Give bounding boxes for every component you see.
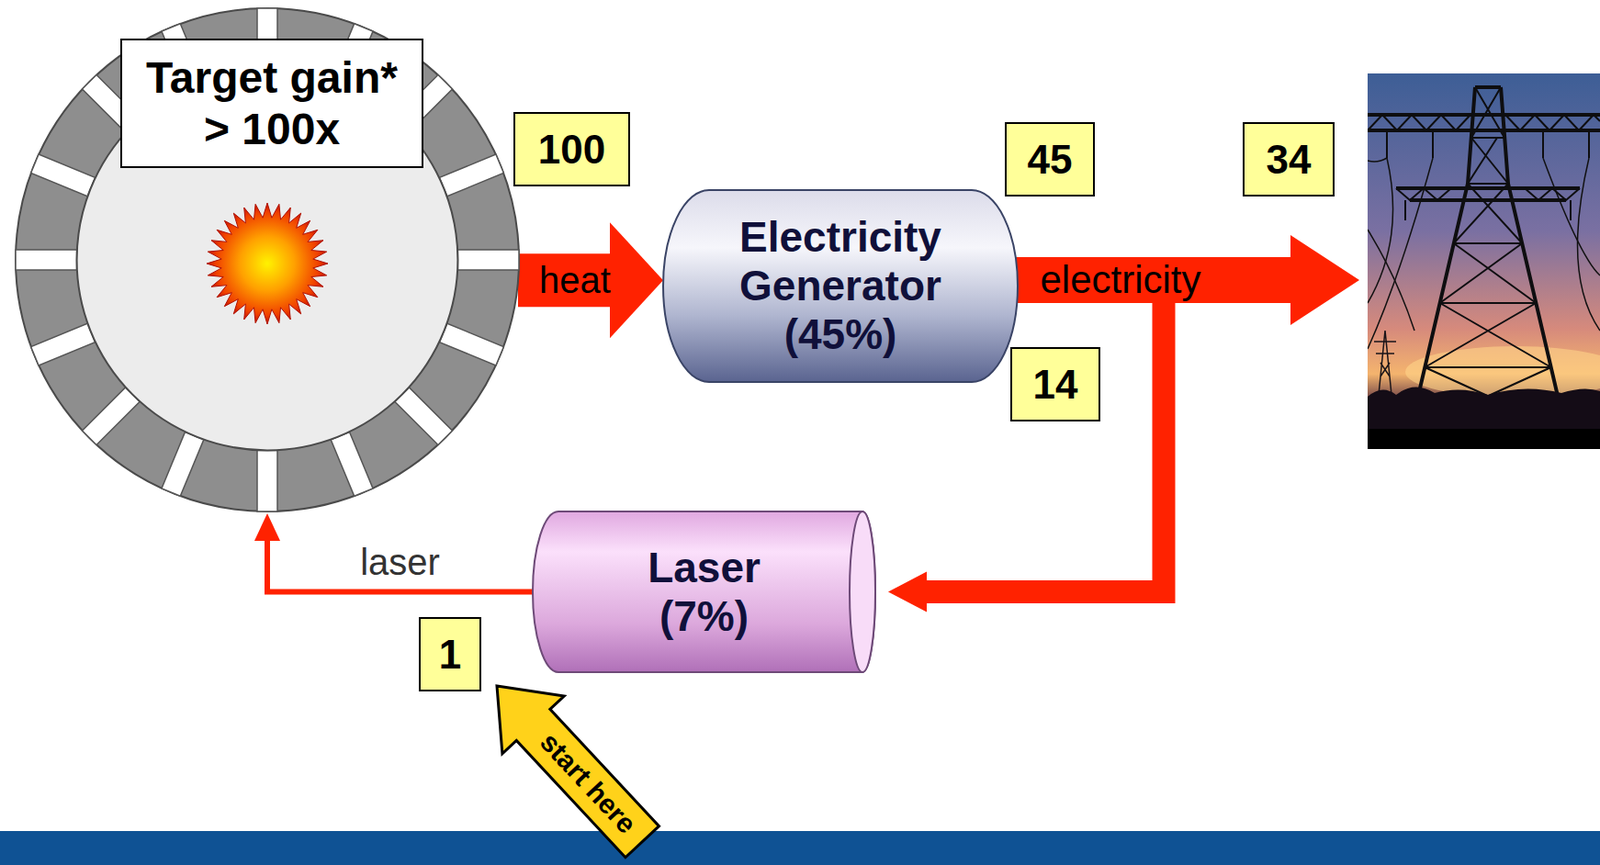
generator-capsule: Electricity Generator (45%) [663, 189, 1018, 384]
start-label: start here [534, 728, 641, 839]
cylinder-body [532, 511, 876, 673]
port-slot [330, 431, 373, 496]
fusion-burst [206, 202, 328, 325]
port-slot [15, 249, 78, 271]
laser-cylinder: Laser (7%) [532, 510, 876, 674]
connector-line [518, 253, 611, 307]
port-slot [439, 154, 504, 197]
target-box: Target gain* > 100x [120, 38, 424, 169]
callout-number: 1 [418, 617, 482, 692]
arrow-head [254, 513, 281, 541]
node-label: Electricity Generator (45%) [721, 213, 960, 360]
callout-number: 14 [1010, 347, 1101, 422]
node-label: Laser (7%) [630, 543, 778, 642]
node-label: Target gain* > 100x [133, 52, 411, 154]
start-here-arrow [465, 657, 674, 865]
callout-number: 34 [1242, 122, 1335, 197]
pylon-photo [1367, 73, 1600, 450]
port-slot [439, 323, 504, 366]
port-slot [31, 154, 96, 197]
port-slot [457, 249, 519, 271]
pylon-tower [1367, 87, 1600, 432]
credit-strip [1367, 428, 1600, 450]
port-slot [257, 450, 278, 512]
cylinder-end [849, 511, 876, 673]
capsule-outline [663, 190, 1018, 383]
chamber-wall [15, 8, 519, 512]
connector-arrow [254, 513, 533, 593]
arrow-head [888, 572, 927, 613]
connector-arrow [518, 222, 664, 339]
electricity-trunk-arrow [1010, 235, 1360, 326]
edge-label: laser [356, 541, 444, 583]
edge-label: heat [539, 259, 611, 301]
arrow-head [1290, 235, 1360, 326]
callout-number: 100 [513, 112, 631, 187]
port-slot [394, 387, 453, 446]
flow-label: electricity [1039, 260, 1201, 300]
port-slot [161, 431, 204, 496]
pylon-lattice [1367, 87, 1600, 432]
arrow-band [1010, 257, 1292, 304]
footer-band [0, 831, 1600, 865]
target-chamber: Target gain* > 100x [13, 6, 521, 514]
ground-silhouette [1367, 386, 1600, 450]
connector-line [267, 540, 533, 593]
port-slot [31, 323, 96, 366]
power-wires [1367, 157, 1600, 350]
port-slot [81, 387, 140, 446]
start-arrow-shape [465, 657, 674, 865]
arrow-head [609, 222, 664, 339]
callout-number: 45 [1004, 122, 1095, 197]
